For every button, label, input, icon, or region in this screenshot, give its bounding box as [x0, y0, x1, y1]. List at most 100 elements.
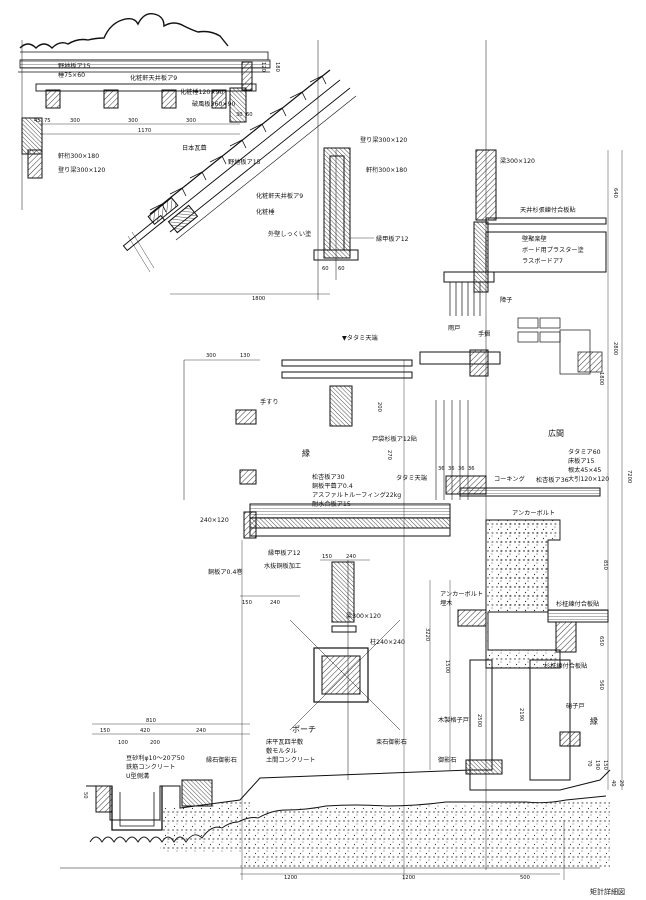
label-hiroma: 広間	[548, 428, 564, 438]
dim-200b: 200	[150, 740, 160, 746]
label-gaiheki: 外壁しっくい塗	[268, 230, 311, 238]
label-amado: 雨戸	[448, 325, 460, 332]
label-tenjo: 天井杉張練付合板貼	[520, 206, 576, 214]
label-kesho-taruki2: 化粧棰	[256, 208, 275, 216]
label-anchor2: アンカーボルト	[440, 590, 483, 598]
dim-36b: 36	[448, 466, 455, 472]
label-asphalt: アスファルトルーフィング22kg	[312, 491, 401, 499]
label-noboribari: 登り梁300×120	[58, 166, 105, 174]
dim-240c: 240	[196, 728, 206, 734]
foundation-block: アンカーボルト 埋木 杉柾練付合板貼 杉柾練付合板貼 硝子戸 縁 木製格子戸 御…	[424, 519, 624, 787]
dim-850: 850	[602, 560, 608, 570]
dim-150d: 150	[602, 760, 608, 770]
label-kesho-taruki: 化粧棰120×90	[180, 88, 223, 96]
label-taisui: 耐水合板ア15	[312, 500, 351, 508]
dim-810: 810	[146, 718, 156, 724]
dim-130: 130	[240, 353, 250, 359]
dim-36a: 36	[438, 466, 445, 472]
label-umeki: 埋木	[440, 599, 452, 607]
dim-70: 70	[586, 760, 592, 767]
label-board: ボード用プラスター塗	[522, 246, 584, 254]
column-section: 60 60 1800 縁甲板ア12	[170, 40, 409, 302]
dim-36d: 36	[468, 466, 475, 472]
label-tatami-top2: タタミ天端	[396, 474, 427, 482]
porch-column: 梁300×120 柱240×240 ポーチ 床平瓦四半敷 敷モルタル 土間コンク…	[266, 402, 407, 780]
dim-190: 190	[594, 760, 600, 770]
label-hashira: 柱240×240	[370, 638, 405, 646]
label-mortar: 敷モルタル	[266, 747, 297, 755]
dim-300c: 300	[186, 118, 196, 124]
dim-50: 50	[82, 792, 88, 799]
drawing-title: 矩計詳細図	[590, 887, 625, 896]
label-tobukuro: 戸袋杉板ア12貼	[372, 435, 417, 443]
dim-60b: 60	[322, 266, 329, 272]
label-en: 縁	[302, 448, 310, 458]
dim-60: 60	[246, 112, 253, 118]
label-mizukiri: 水抜銅板加工	[264, 562, 301, 570]
label-sugi-rentsuke: 杉柾練付合板貼	[556, 600, 599, 608]
dim-150c: 150	[100, 728, 110, 734]
dim-2500: 2500	[476, 714, 482, 727]
label-taruki: 棰75×60	[58, 71, 85, 79]
dim-1800b: 1800	[598, 372, 604, 385]
eaves-detail: 300 300 300 1170 75 45 30 60 180 120 野地板…	[18, 13, 280, 210]
label-tesuri: 手すり	[260, 398, 279, 406]
label-enkouita2: 縁甲板ア12	[268, 549, 301, 557]
label-douban: 銅板平葺ア0.4	[312, 482, 353, 490]
label-gravel: 豆砂利φ10〜20ア50	[126, 754, 185, 762]
label-nokigeta-right: 軒桁300×180	[366, 166, 407, 174]
dim-560: 560	[598, 680, 604, 690]
label-matsu-kagamiita: 松杏板ア30	[312, 473, 345, 481]
veranda-section: 300 130 手すり 縁 ▼タタミ天端 戸袋杉板ア12貼 36 36 36 3…	[183, 334, 609, 606]
label-porch: ポーチ	[292, 725, 316, 734]
label-nojiita: 野地板ア15	[58, 62, 91, 70]
dim-420: 420	[140, 728, 150, 734]
label-hari: 梁300×120	[500, 157, 535, 165]
label-yukaita: 床板ア15	[568, 457, 594, 465]
label-garasudo: 硝子戸	[566, 702, 585, 710]
label-wall: 壁聚楽壁	[522, 235, 547, 243]
dim-20: 20	[618, 780, 624, 787]
label-yukahira: 床平瓦四半敷	[266, 738, 303, 746]
label-obiki: 大引120×120	[568, 475, 609, 483]
label-matsu-kagami36: 松杏板ア36	[536, 476, 569, 484]
dim-60c: 60	[338, 266, 345, 272]
label-hari2: 梁300×120	[346, 612, 381, 620]
label-nokigeta: 軒桁300×180	[58, 152, 99, 160]
dim-1200b: 1200	[402, 875, 415, 881]
dim-300d: 300	[206, 353, 216, 359]
label-tatami-top: ▼タタミ天端	[342, 334, 378, 342]
roof-slope-section: 日本瓦葺 野地板ア15 化粧軒天井板ア9 化粧棰 登り梁300×120 軒桁30…	[122, 69, 407, 273]
label-enkouita: 縁甲板ア12	[376, 235, 409, 243]
label-kesho-noki: 化粧軒天井板ア9	[130, 74, 177, 82]
dim-30: 30	[236, 112, 243, 118]
dim-270: 270	[386, 450, 392, 460]
dim-300b: 300	[128, 118, 138, 124]
dim-650: 650	[598, 636, 604, 646]
dim-75: 75	[44, 118, 51, 124]
dim-150b: 150	[242, 600, 252, 606]
dim-1170: 1170	[138, 128, 151, 134]
dim-500: 500	[520, 875, 530, 881]
dim-3220: 3220	[424, 628, 430, 641]
dim-100: 100	[118, 740, 128, 746]
label-sugi-rentsuke2: 杉柾練付合板貼	[544, 662, 587, 670]
label-concrete: 土間コンクリート	[266, 756, 316, 764]
label-mokusei: 木製格子戸	[438, 716, 469, 724]
dim-180: 180	[274, 62, 280, 72]
dim-36c: 36	[458, 466, 465, 472]
label-anchor: アンカーボルト	[512, 509, 555, 517]
label-daiishi: 御影石	[438, 756, 457, 764]
dim-240: 240	[346, 554, 356, 560]
dim-1800: 1800	[252, 296, 265, 302]
dim-2190: 2190	[518, 708, 524, 721]
dim-240b: 240	[270, 600, 280, 606]
label-douban-maki: 銅板ア0.4巻	[208, 568, 243, 576]
label-shoji: 障子	[500, 296, 512, 304]
label-tatami60: タタミア60	[568, 448, 601, 456]
dim-2800: 2800	[612, 342, 618, 355]
dim-1500: 1500	[444, 660, 450, 673]
label-u-gutter: U型側溝	[126, 772, 149, 780]
dim-200: 200	[376, 402, 382, 412]
